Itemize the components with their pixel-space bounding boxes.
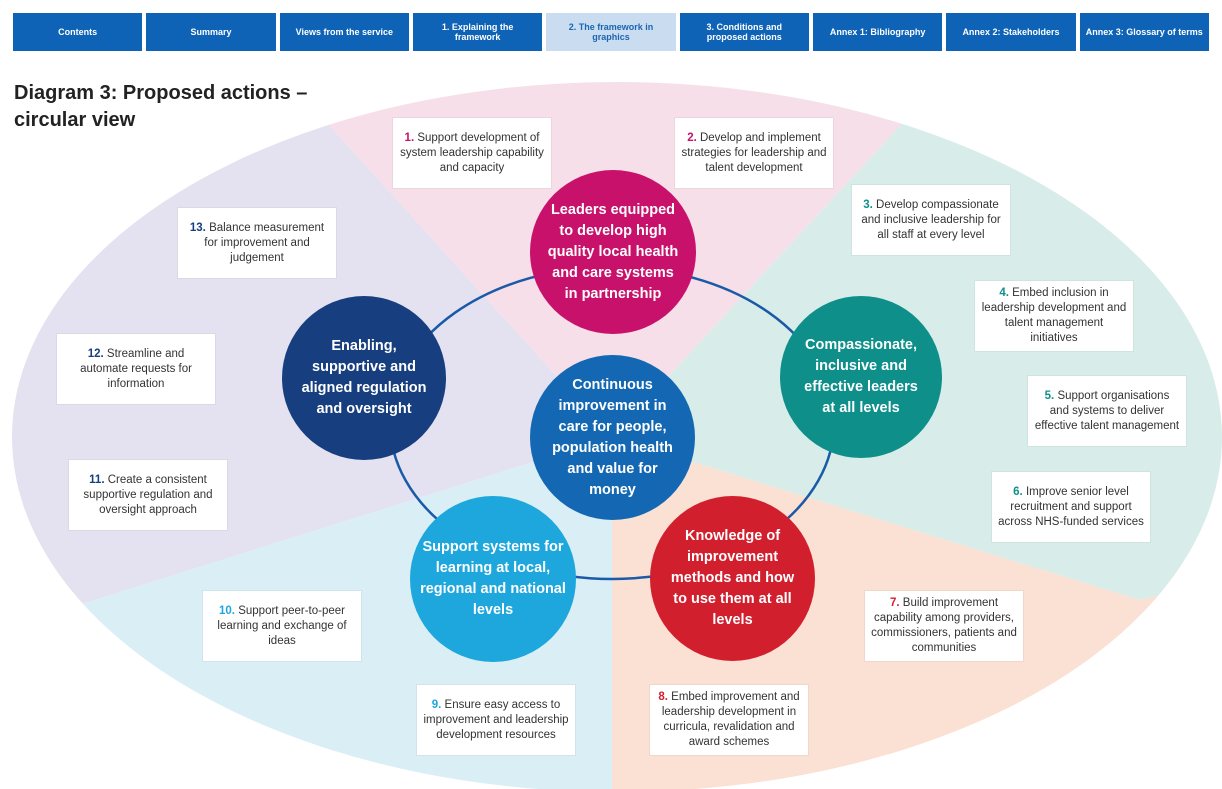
action-box-13: 13. Balance measurement for improvement … [178, 208, 336, 278]
action-box-5: 5. Support organisations and systems to … [1028, 376, 1186, 446]
action-number: 13. [189, 221, 206, 234]
tab-bibliography[interactable]: Annex 1: Bibliography [812, 13, 943, 51]
action-number: 4. [999, 287, 1009, 299]
tab-framework-in-graphics[interactable]: 2. The framework in graphics [546, 13, 676, 51]
action-box-1: 1. Support development of system leaders… [393, 118, 551, 188]
action-box-9: 9. Ensure easy access to improvement and… [417, 685, 575, 755]
theme-circle-support-systems: Support systems for learning at local, r… [410, 496, 576, 662]
center-circle-continuous-improvement: Continuous improvement in care for peopl… [530, 355, 695, 520]
action-number: 6. [1013, 485, 1023, 498]
page-title: Diagram 3: Proposed actions – circular v… [14, 82, 308, 131]
action-number: 8. [658, 691, 668, 703]
action-box-12: 12. Streamline and automate requests for… [57, 334, 215, 404]
action-box-2: 2. Develop and implement strategies for … [675, 118, 833, 188]
action-text: Develop compassionate and inclusive lead… [861, 198, 1001, 241]
tab-explaining-framework[interactable]: 1. Explaining the framework [412, 13, 543, 51]
action-text: Support development of system leadership… [400, 131, 544, 174]
action-number: 12. [87, 347, 104, 360]
action-box-3: 3. Develop compassionate and inclusive l… [852, 185, 1010, 255]
action-text: Improve senior level recruitment and sup… [998, 485, 1144, 528]
action-number: 5. [1044, 389, 1055, 402]
tab-glossary[interactable]: Annex 3: Glossary of terms [1079, 13, 1209, 51]
action-number: 2. [687, 131, 697, 144]
tab-conditions-actions[interactable]: 3. Conditions and proposed actions [679, 13, 809, 51]
action-number: 11. [89, 473, 105, 486]
action-number: 1. [404, 131, 415, 144]
tab-summary[interactable]: Summary [146, 13, 276, 51]
theme-circle-knowledge-improvement: Knowledge of improvement methods and how… [650, 496, 815, 661]
action-text: Create a consistent supportive regulatio… [83, 473, 213, 516]
action-number: 10. [219, 604, 236, 617]
top-navigation: Contents Summary Views from the service … [13, 13, 1209, 51]
action-text: Ensure easy access to improvement and le… [423, 698, 569, 741]
theme-circle-regulation-oversight: Enabling, supportive and aligned regulat… [282, 296, 446, 460]
tab-contents[interactable]: Contents [13, 13, 143, 51]
action-text: Balance measurement for improvement and … [204, 221, 325, 264]
action-box-10: 10. Support peer-to-peer learning and ex… [203, 591, 361, 661]
action-text: Support organisations and systems to del… [1034, 389, 1180, 432]
theme-circle-leaders-equipped: Leaders equipped to develop high quality… [530, 170, 696, 334]
tab-stakeholders[interactable]: Annex 2: Stakeholders [946, 13, 1076, 51]
action-box-4: 4. Embed inclusion in leadership develop… [975, 281, 1133, 351]
action-text: Develop and implement strategies for lea… [681, 131, 827, 174]
action-text: Support peer-to-peer learning and exchan… [217, 604, 347, 647]
action-box-8: 8. Embed improvement and leadership deve… [650, 685, 808, 755]
action-number: 9. [431, 698, 442, 711]
action-box-11: 11. Create a consistent supportive regul… [69, 460, 227, 530]
action-text: Embed improvement and leadership develop… [661, 691, 800, 748]
action-box-7: 7. Build improvement capability among pr… [865, 591, 1023, 661]
action-box-6: 6. Improve senior level recruitment and … [992, 472, 1150, 542]
action-text: Streamline and automate requests for inf… [80, 347, 192, 390]
action-number: 7. [889, 597, 900, 609]
action-text: Embed inclusion in leadership developmen… [981, 287, 1127, 344]
action-text: Build improvement capability among provi… [871, 597, 1017, 654]
tab-views-from-service[interactable]: Views from the service [279, 13, 409, 51]
theme-circle-compassionate-leaders: Compassionate, inclusive and effective l… [780, 296, 942, 458]
action-number: 3. [863, 198, 873, 211]
